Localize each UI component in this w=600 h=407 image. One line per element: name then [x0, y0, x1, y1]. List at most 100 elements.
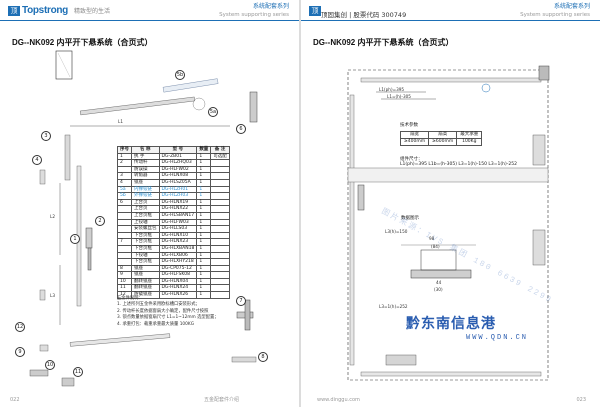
cell-note [210, 225, 230, 233]
cell-note [210, 198, 230, 207]
cell-model: DG-HLNX22 [158, 205, 198, 213]
cell-no: 11 [117, 284, 132, 293]
cell-no [117, 244, 132, 253]
cell-qty: 1 [196, 205, 212, 213]
series-label: 系统配套系列 System supporting series [219, 3, 289, 19]
cell-note [210, 211, 230, 220]
note-line: 1. 上述所列五金件采用欧标槽口安装形式； [117, 302, 200, 308]
cell-no [117, 205, 132, 213]
cell-no: 10 [117, 277, 132, 286]
cell-qty: 1 [196, 152, 212, 161]
col-name: 名 称 [131, 146, 160, 154]
note-line: 2. 传动杆长度依据窗扇大小确定，配件尺寸按照 [117, 308, 209, 314]
profile-section [401, 244, 476, 279]
cell-qty: 1 [196, 271, 212, 279]
cell-no [117, 225, 132, 233]
cell-name: 外撑铰链 [131, 192, 160, 200]
left-header: 顶固 Topstrong 精致型的生活 系统配套系列 System suppor… [0, 0, 299, 25]
top-bar-assembly [79, 78, 219, 116]
dim-l1ph: L1(ph)=395 [379, 87, 405, 92]
cell-no: 12 [117, 291, 132, 299]
cell-note [210, 218, 230, 227]
cell-qty: 1 [196, 231, 212, 240]
cell-note [210, 277, 230, 286]
cell-note [210, 205, 230, 213]
cell-no: 2 [117, 159, 132, 167]
cell-model: DG-HLFSK08 [158, 271, 198, 279]
cell-note [210, 244, 230, 253]
parts-table-header: 序号 名 称 型 号 数量 备 注 [117, 146, 230, 154]
cell-qty: 1 [196, 198, 212, 207]
callout-8: 8 [258, 352, 268, 362]
cell-name: 防误操 [131, 165, 160, 174]
logo-brand: Topstrong [22, 5, 68, 16]
cell-model: DG-HLNX19 [158, 198, 198, 207]
col-qty: 数量 [196, 146, 212, 154]
top-rail [360, 77, 542, 83]
cell-note [210, 178, 230, 187]
callout-5b: 5b [175, 70, 185, 80]
series-label: 系统配套系列 System supporting series [520, 3, 590, 19]
site-watermark: 黔东南信息港 [406, 316, 496, 332]
notes: 五金件说明： 1. 上述所列五金件采用欧标槽口安装形式； 2. 传动杆长度依据窗… [117, 296, 219, 328]
cell-model: DG-HLXHY218 [158, 258, 198, 266]
cell-model: DG-HLFW02 [158, 165, 198, 174]
cross-section-bar [347, 167, 549, 183]
page-number: 023 [576, 397, 586, 403]
cell-model: DG-HLLS03 [158, 225, 198, 233]
callout-11: 11 [73, 367, 83, 377]
header-rule [301, 20, 600, 21]
cell-note [210, 172, 230, 180]
dim-l3: L3 [50, 293, 55, 298]
callout-2: 2 [95, 216, 105, 226]
spec-header: 最大承重 [456, 131, 483, 139]
cell-no [117, 211, 132, 220]
cell-note: 可选配 [210, 152, 230, 161]
cell-note [210, 284, 230, 293]
right-page: 顶固 顶固集创 | 股票代码 300749 系统配套系列 System supp… [301, 0, 600, 407]
dim-l2: L2 [50, 214, 55, 219]
series-cn: 系统配套系列 [252, 3, 289, 10]
series-cn: 系统配套系列 [553, 3, 590, 10]
top-hinge [249, 91, 258, 123]
spec-heading: 技术参数 [400, 123, 418, 128]
handle [357, 184, 365, 211]
cell-no: 8 [117, 264, 132, 273]
handle [85, 227, 93, 271]
cell-name: 锁座 [131, 271, 160, 279]
cell-model: DG-CP075-12 [158, 264, 198, 273]
cell-qty: 1 [196, 244, 212, 253]
bottom-rail [360, 371, 542, 377]
cell-name: 转角器 [131, 172, 160, 180]
cell-qty: 1 [196, 277, 212, 286]
cell-no: 5b [117, 192, 132, 200]
dim-l1: L1 [118, 119, 123, 124]
cell-note [210, 159, 230, 167]
cell-name: 锁座 [131, 178, 160, 187]
cell-model: DG-HLNX08 [158, 172, 198, 180]
cell-no: 7 [117, 238, 132, 246]
callout-4: 4 [32, 155, 42, 165]
cell-name: 上合页框 [131, 211, 160, 220]
cell-qty: 1 [196, 238, 212, 246]
callout-3: 3 [41, 131, 51, 141]
callout-10: 10 [45, 360, 55, 370]
cell-no: 4 [117, 178, 132, 187]
dim-l3b: L3=1(h)=252 [379, 304, 408, 309]
